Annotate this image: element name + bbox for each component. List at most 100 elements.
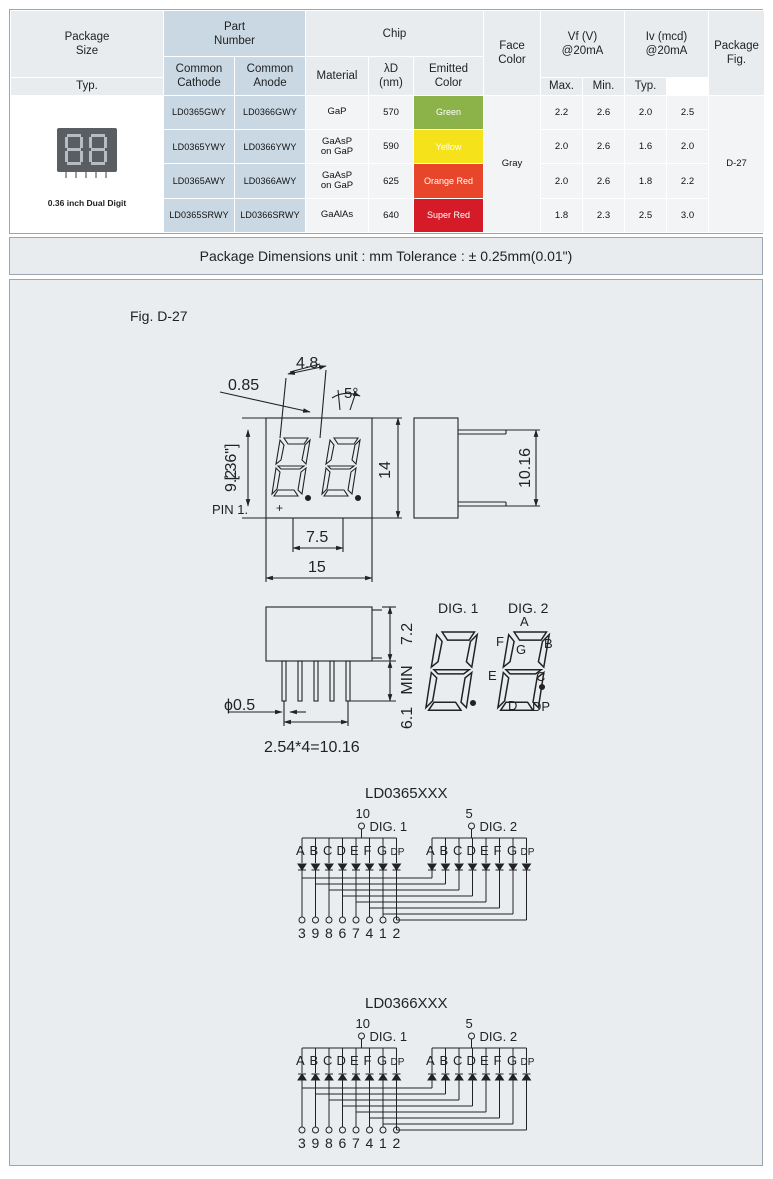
part-number-anode: LD0366GWY (234, 94, 306, 131)
header-face-color: Face Color (483, 10, 541, 96)
pin-number: 8 (325, 925, 333, 941)
header-part-number: Part Number (163, 9, 306, 58)
vf-typ: 2.0 (540, 129, 583, 165)
segment-label: G (377, 1053, 387, 1068)
segment-label: DP (391, 847, 405, 858)
chip-material: GaP (305, 94, 369, 131)
led-diode-icon (427, 863, 437, 871)
part-number-cathode: LD0365SRWY (163, 197, 235, 234)
segment-label: F (364, 843, 372, 858)
part-number-anode: LD0366SRWY (234, 197, 306, 234)
pin-number: 9 (312, 925, 320, 941)
chip-material: GaAsP on GaP (305, 129, 369, 165)
vf-max: 2.6 (582, 129, 625, 165)
header-vf-typ: Typ. (10, 76, 164, 96)
side-view-body (413, 417, 459, 519)
pin-number: 3 (298, 925, 306, 941)
segment-label: F (364, 1053, 372, 1068)
led-diode-icon (324, 863, 334, 871)
header-iv-min: Min. (582, 76, 625, 96)
segment-label: E (350, 843, 359, 858)
seg-dp-label: DP (532, 699, 550, 714)
segment-label: F (494, 1053, 502, 1068)
iv-min: 1.6 (624, 129, 667, 165)
segment-label: D (467, 843, 476, 858)
segment-label: G (507, 843, 517, 858)
digit-label: DIG. 1 (370, 1029, 408, 1044)
package-caption: 0.36 inch Dual Digit (47, 197, 127, 208)
segment-label: B (310, 1053, 319, 1068)
chip-material: GaAsP on GaP (305, 163, 369, 199)
pin-number: 1 (379, 1135, 387, 1151)
led-diode-icon (351, 863, 361, 871)
header-vf-max: Max. (540, 76, 583, 96)
led-diode-icon (378, 863, 388, 871)
pin-number: 7 (352, 925, 360, 941)
seg-e-label: E (488, 668, 497, 683)
segment-label: B (440, 1053, 449, 1068)
segment-label: A (426, 1053, 435, 1068)
iv-min: 2.5 (624, 197, 667, 234)
package-image-cell: 0.36 inch Dual Digit (10, 94, 164, 234)
digit-label: DIG. 2 (480, 1029, 518, 1044)
led-diode-icon (391, 1073, 402, 1081)
bottom-view-body (265, 606, 373, 662)
vf-max: 2.3 (582, 197, 625, 234)
package-thumbnail-icon (57, 127, 117, 178)
led-diode-icon (337, 1073, 348, 1081)
segment-label: C (453, 1053, 462, 1068)
led-diode-icon (508, 1073, 518, 1081)
header-emitted-color: Emitted Color (413, 56, 484, 96)
led-diode-icon (440, 1073, 451, 1081)
header-common-anode: Common Anode (234, 56, 306, 96)
drawing-panel: Fig. D-27 (9, 279, 763, 1166)
seg-a-label: A (520, 614, 529, 629)
dim-10-16: 10.16 (517, 448, 534, 488)
vf-max: 2.6 (582, 94, 625, 131)
chip-wavelength: 590 (368, 129, 414, 165)
led-diode-icon (481, 863, 491, 871)
segment-label: D (337, 843, 346, 858)
dig1-label: DIG. 1 (438, 600, 479, 616)
vf-typ: 2.0 (540, 163, 583, 199)
header-package-size: Package Size (10, 10, 164, 78)
emitted-color: Super Red (413, 197, 484, 234)
pin-number: 3 (298, 1135, 306, 1151)
vf-typ: 1.8 (540, 197, 583, 234)
led-diode-icon (467, 863, 478, 871)
pin-number: 6 (339, 1135, 347, 1151)
common-pin-label: 10 (356, 806, 370, 821)
segment-label: DP (391, 1057, 405, 1068)
segment-label: E (480, 1053, 489, 1068)
iv-min: 1.8 (624, 163, 667, 199)
digit-label: DIG. 1 (370, 819, 408, 834)
common-pin-label: 10 (356, 1016, 370, 1031)
pin-number: 8 (325, 1135, 333, 1151)
led-diode-icon (297, 863, 307, 871)
dim-4-8: 4.8 (296, 355, 318, 372)
dim-9-2: 9.2 (223, 470, 240, 492)
seg-d-label: D (508, 698, 517, 713)
iv-typ: 3.0 (666, 197, 709, 234)
pin-number: 7 (352, 1135, 360, 1151)
segment-label: D (467, 1053, 476, 1068)
led-diode-icon (521, 863, 532, 871)
emitted-color: Yellow (413, 129, 484, 165)
led-diode-icon (481, 1073, 491, 1081)
segment-label: C (323, 843, 332, 858)
part-number-anode: LD0366AWY (234, 163, 306, 199)
segment-label: A (296, 1053, 305, 1068)
pin-number: 4 (366, 925, 374, 941)
segment-label: C (453, 843, 462, 858)
dim-5deg: 5° (344, 385, 358, 402)
dim-6-1: 6.1 (399, 707, 416, 729)
led-diode-icon (454, 1073, 464, 1081)
pin-number: 2 (393, 1135, 401, 1151)
header-iv-typ: Typ. (624, 76, 667, 96)
led-diode-icon (467, 1073, 478, 1081)
led-diode-icon (440, 863, 451, 871)
fig-label: Fig. D-27 (130, 308, 188, 324)
